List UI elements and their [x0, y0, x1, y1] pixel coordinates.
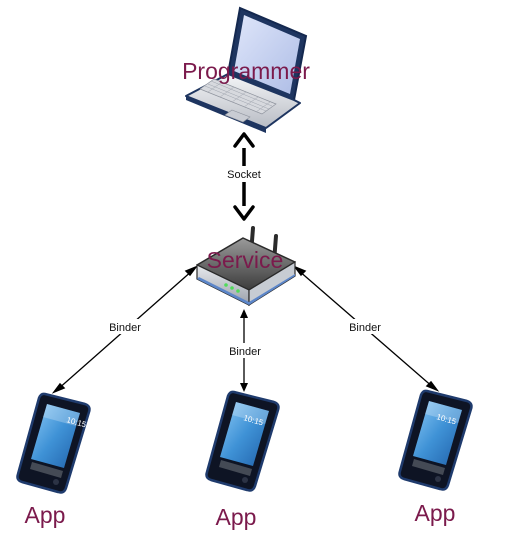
- app-label: App: [25, 502, 66, 528]
- app-node-left: 10:15 App: [16, 392, 91, 528]
- service-label: Service: [207, 247, 284, 273]
- binder-connection-right: Binder: [292, 265, 440, 392]
- binder-left-label: Binder: [109, 322, 141, 334]
- programmer-label: Programmer: [182, 58, 310, 84]
- programmer-node: Programmer: [182, 6, 310, 133]
- phone-icon: 10:15: [398, 389, 473, 491]
- app-label: App: [216, 504, 257, 530]
- socket-connection: Socket: [224, 132, 264, 221]
- service-node: Service: [196, 226, 296, 307]
- binder-connection-left: Binder: [51, 265, 199, 394]
- app-label: App: [415, 500, 456, 526]
- router-icon: [196, 226, 296, 307]
- app-node-center: 10:15 App: [205, 390, 280, 530]
- socket-label: Socket: [227, 169, 261, 181]
- socket-arrowhead-down: [233, 205, 255, 221]
- binder-right-label: Binder: [349, 322, 381, 334]
- binder-center-label: Binder: [229, 346, 261, 358]
- app-node-right: 10:15 App: [398, 389, 473, 526]
- phone-icon: 10:15: [16, 392, 91, 494]
- laptop-icon: [185, 6, 308, 133]
- binder-connection-center: Binder: [224, 309, 266, 392]
- socket-arrowhead-up: [233, 132, 255, 148]
- phone-icon: 10:15: [205, 390, 280, 492]
